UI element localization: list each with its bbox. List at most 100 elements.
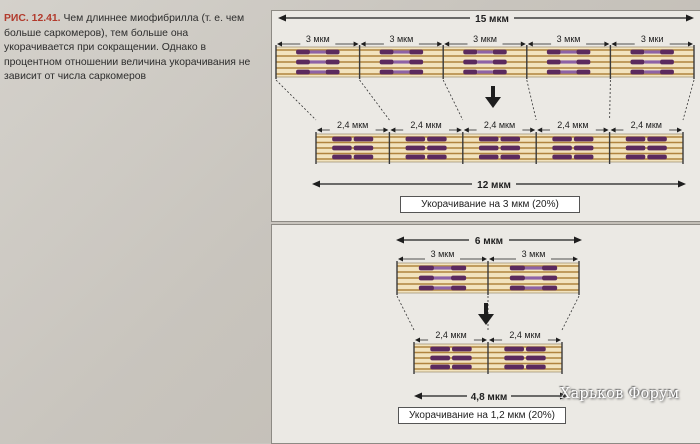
myosin-filament — [478, 136, 499, 142]
arrow-right-icon — [678, 180, 686, 188]
myosin-filament — [452, 355, 472, 361]
myosin-bare-zone — [560, 50, 577, 54]
sarcomere-length-label: 2,4 мкм — [435, 330, 466, 340]
myosin-filament — [325, 49, 340, 55]
myosin-filament — [492, 49, 507, 55]
top-contraction-arrow — [485, 86, 501, 108]
label-bg — [634, 33, 670, 45]
watermark: Харьков Форум — [560, 386, 680, 402]
myosin-filament — [379, 49, 394, 55]
myosin-filament — [576, 49, 591, 55]
myosin-bare-zone — [309, 60, 326, 64]
arrow-left-icon — [489, 337, 494, 343]
sarcomere-length-label: 2,4 мкм — [337, 120, 368, 130]
top-total-length-before: 15 мкм — [278, 11, 694, 25]
myosin-filament — [500, 145, 521, 151]
myosin-filament — [509, 285, 525, 291]
myosin-filament — [452, 364, 472, 370]
myosin-filament — [463, 49, 478, 55]
myosin-filament — [509, 265, 525, 271]
arrow-right-icon — [482, 256, 487, 262]
guide-line — [561, 295, 580, 331]
myosin-filament — [492, 69, 507, 75]
myosin-bare-zone — [524, 266, 543, 270]
arrow-left-icon — [390, 127, 396, 133]
sarcomere-length-label: 2,4 мкм — [484, 120, 515, 130]
myosin-filament — [452, 346, 472, 352]
label-bg — [425, 248, 460, 260]
top-guide-lines — [275, 79, 695, 121]
arrow-right-icon — [353, 41, 359, 47]
arrow-right-icon — [482, 337, 487, 343]
myosin-filament — [296, 49, 310, 55]
label-bg — [428, 329, 474, 341]
guide-line — [442, 79, 464, 121]
myosin-bare-zone — [309, 50, 326, 54]
myosin-bare-zone — [524, 276, 543, 280]
top-shortening-text: Укорачивание на 3 мкм (20%) — [421, 199, 559, 210]
myosin-filament — [660, 59, 674, 65]
top-myofibril-contracted — [315, 132, 684, 164]
myosin-filament — [405, 136, 426, 142]
myosin-filament — [492, 59, 507, 65]
arrow-right-icon — [574, 236, 582, 244]
myosin-filament — [647, 136, 667, 142]
myosin-filament — [430, 355, 450, 361]
label-bg — [472, 177, 516, 191]
bottom-total-length-after: 4,8 мкм — [414, 389, 568, 403]
myosin-bare-zone — [644, 70, 661, 74]
myosin-filament — [552, 145, 572, 151]
arrow-right-icon — [688, 41, 693, 47]
myosin-filament — [504, 346, 524, 352]
myosin-bare-zone — [477, 60, 493, 64]
guide-line — [609, 79, 611, 121]
arrow-right-icon — [556, 337, 561, 343]
myosin-filament — [660, 69, 674, 75]
label-bg — [623, 119, 670, 131]
top-total-after-label: 12 мкм — [477, 180, 511, 191]
arrow-left-icon — [398, 256, 403, 262]
myosin-filament — [430, 346, 450, 352]
arrow-right-icon — [456, 127, 462, 133]
arrow-right-icon — [560, 392, 568, 400]
myosin-filament — [451, 285, 467, 291]
arrow-left-icon — [312, 180, 320, 188]
myosin-filament — [625, 145, 646, 151]
myosin-filament — [451, 265, 467, 271]
label-bg — [383, 33, 419, 45]
myosin-filament — [478, 154, 499, 160]
myosin-filament — [430, 364, 450, 370]
sarcomere-length-label: 2,4 мкм — [410, 120, 441, 130]
myosin-bare-zone — [477, 70, 493, 74]
arrow-right-icon — [604, 41, 610, 47]
myosin-bare-zone — [309, 70, 326, 74]
myosin-filament — [509, 275, 525, 281]
myosin-bare-zone — [644, 60, 661, 64]
myosin-filament — [427, 136, 447, 142]
myosin-filament — [573, 154, 594, 160]
myosin-filament — [552, 154, 572, 160]
arrow-right-icon — [603, 127, 609, 133]
myosin-bare-zone — [477, 50, 493, 54]
myosin-bare-zone — [560, 60, 577, 64]
myosin-filament — [427, 145, 447, 151]
arrow-left-icon — [278, 14, 286, 22]
label-bg — [516, 248, 551, 260]
sarcomere-length-label: 3 мкм — [522, 249, 546, 259]
sarcomere-length-label: 2,4 мкм — [631, 120, 662, 130]
myosin-filament — [625, 136, 646, 142]
myosin-filament — [325, 59, 340, 65]
bottom-contraction-arrow — [478, 303, 494, 325]
arrow-down-icon — [485, 97, 501, 108]
arrow-left-icon — [360, 41, 366, 47]
myosin-filament — [573, 145, 594, 151]
myosin-filament — [630, 49, 645, 55]
myosin-filament — [504, 364, 524, 370]
myosin-filament — [296, 59, 310, 65]
top-total-before-label: 15 мкм — [475, 14, 509, 25]
myosin-filament — [463, 59, 478, 65]
myosin-bare-zone — [433, 286, 452, 290]
bottom-total-before-label: 6 мкм — [475, 236, 503, 247]
arrow-left-icon — [415, 337, 420, 343]
